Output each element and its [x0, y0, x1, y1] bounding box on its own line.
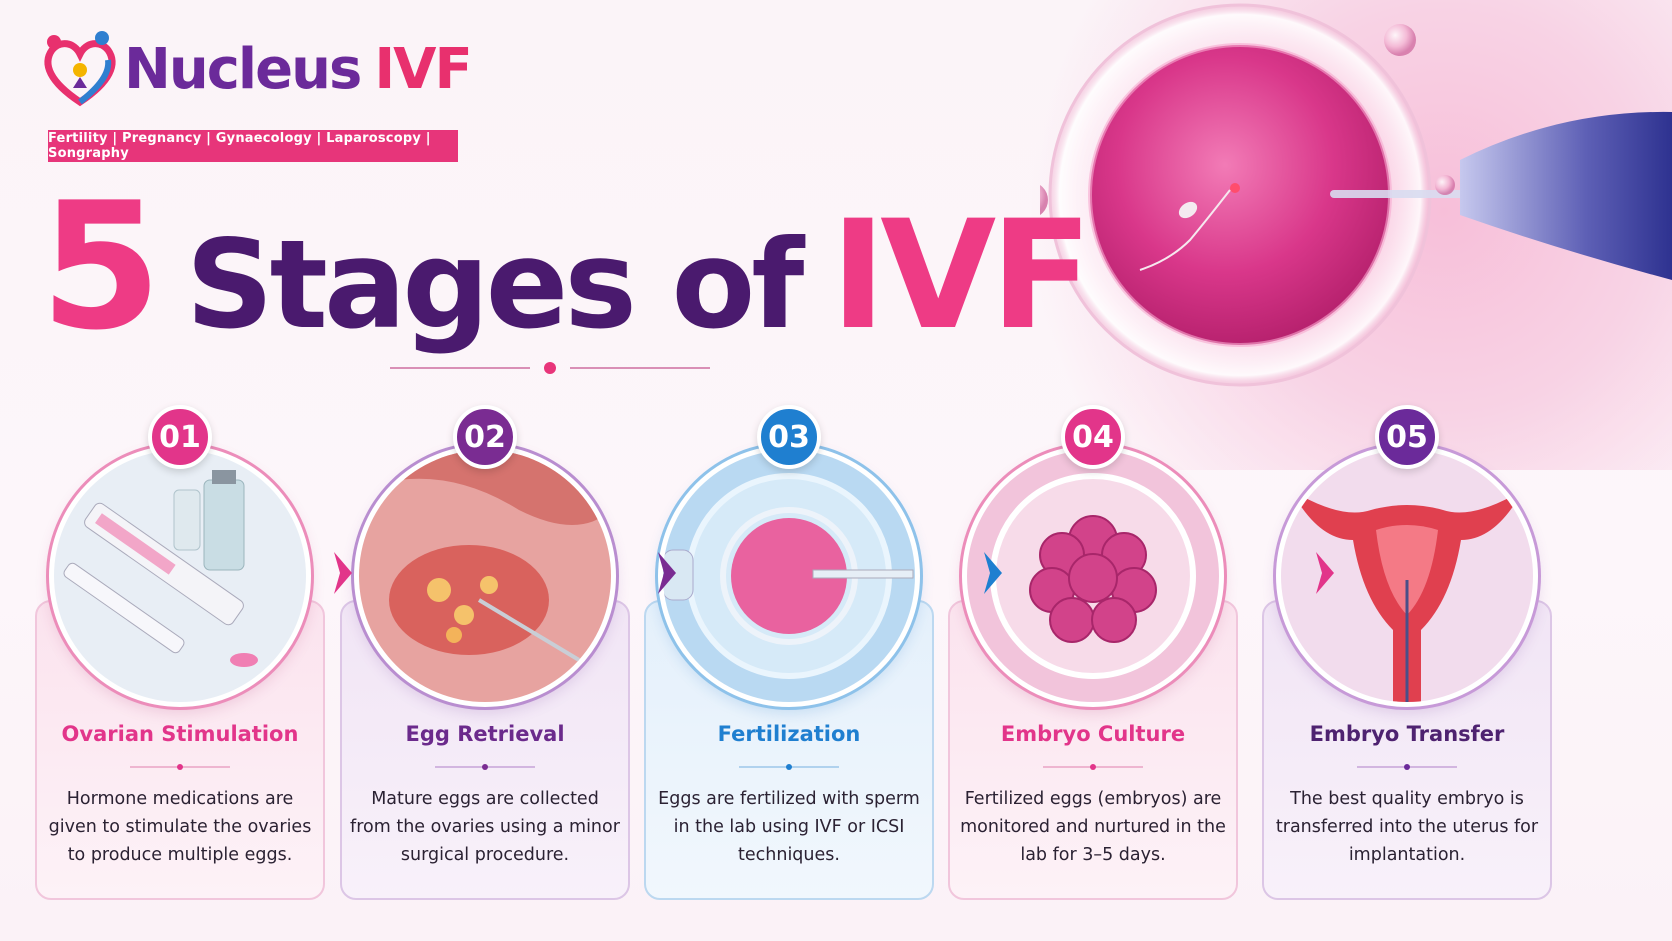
title-middle: Stages of — [185, 214, 805, 356]
chevron-right-icon — [1316, 552, 1334, 594]
stage-number-badge: 04 — [1061, 405, 1125, 469]
stage-image — [49, 445, 311, 707]
page-title: 5 Stages of IVF — [40, 166, 1093, 369]
stage-card-4: 04 Embryo Culture Fertilized eggs (embry… — [948, 405, 1238, 900]
stage-image — [354, 445, 616, 707]
stage-card-5: 05 Embryo Transfer The best quality embr… — [1262, 405, 1552, 900]
stage-divider — [739, 764, 839, 770]
chevron-right-icon — [658, 552, 676, 594]
embryo-cells-image — [967, 450, 1219, 702]
stage-card-2: 02 Egg Retrieval Mature eggs are collect… — [340, 405, 630, 900]
chevron-right-icon — [984, 552, 1002, 594]
stage-description: Hormone medications are given to stimula… — [48, 789, 312, 865]
stage-title: Embryo Culture — [1000, 722, 1186, 746]
stage-divider — [435, 764, 535, 770]
uterus-transfer-image — [1281, 450, 1533, 702]
stage-number-badge: 01 — [148, 405, 212, 469]
title-accent: IVF — [830, 189, 1092, 363]
stage-title: Ovarian Stimulation — [61, 722, 299, 746]
brand-tagline: Fertility | Pregnancy | Gynaecology | La… — [48, 130, 458, 162]
stage-number-badge: 02 — [453, 405, 517, 469]
stage-title: Fertilization — [717, 722, 861, 746]
icsi-egg-image — [663, 450, 915, 702]
stage-image — [658, 445, 920, 707]
title-number: 5 — [40, 166, 162, 369]
stage-image — [962, 445, 1224, 707]
brand-name-part1: Nucleus — [124, 37, 362, 102]
stage-title: Egg Retrieval — [405, 722, 565, 746]
brand-name-part2: IVF — [374, 37, 472, 102]
stage-number-badge: 05 — [1375, 405, 1439, 469]
stage-divider — [130, 764, 230, 770]
syringe-vials-image — [54, 450, 306, 702]
stage-description: The best quality embryo is transferred i… — [1275, 789, 1539, 865]
stage-divider — [1357, 764, 1457, 770]
stage-description: Fertilized eggs (embryos) are monitored … — [960, 789, 1226, 865]
stage-number-badge: 03 — [757, 405, 821, 469]
stage-card-1: 01 Ovarian Stimulation Hormone medicatio… — [35, 405, 325, 900]
stage-description: Mature eggs are collected from the ovari… — [350, 789, 620, 865]
stage-description: Eggs are fertilized with sperm in the la… — [658, 789, 920, 865]
chevron-right-icon — [334, 552, 352, 594]
ovary-retrieval-image — [359, 450, 611, 702]
hero-egg-illustration — [1040, 3, 1672, 387]
title-divider — [390, 362, 710, 374]
stage-title: Embryo Transfer — [1309, 722, 1505, 746]
family-heart-icon — [44, 31, 116, 107]
stage-image — [1276, 445, 1538, 707]
stage-divider — [1043, 764, 1143, 770]
stage-card-3: 03 Fertilization Eggs are fertilized wit… — [644, 405, 934, 900]
